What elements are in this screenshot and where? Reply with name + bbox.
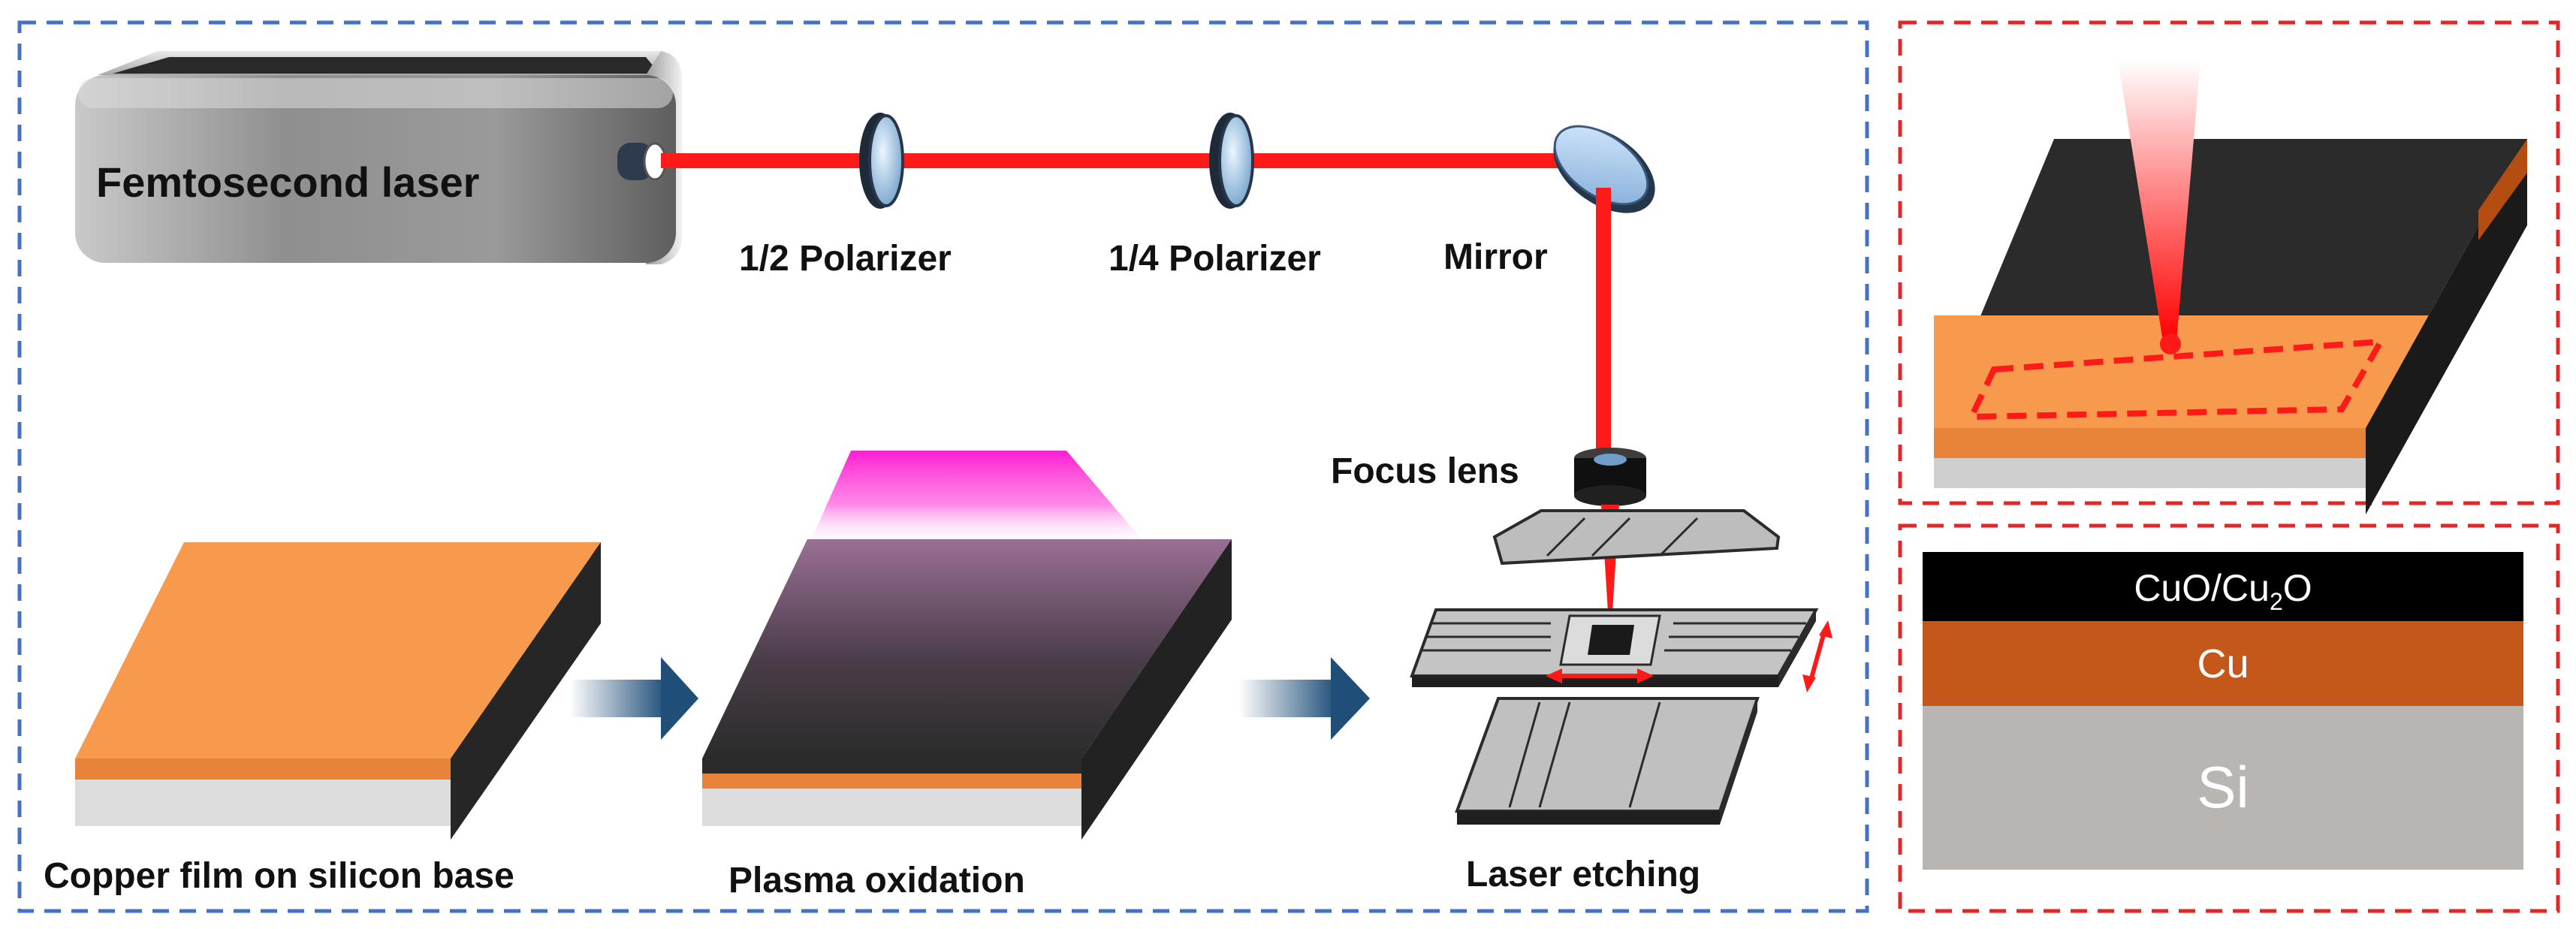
copper-layer [1923,621,2523,706]
oxide-layer-label: CuO/Cu2O [2134,567,2312,615]
silicon-layer-label: Si [2197,754,2249,820]
polarizer-icon [1209,113,1254,209]
layer-stack: CuO/Cu2O Cu Si [1923,552,2523,870]
copper-film-sample [75,542,601,840]
polarizer-icon [859,113,904,209]
focus-lens-icon [1574,448,1646,506]
mirror-label: Mirror [1443,237,1548,277]
scan-path [1966,338,2387,421]
etching-label: Laser etching [1466,855,1700,894]
copper-film-label: Copper film on silicon base [44,856,514,896]
main-panel-border [17,20,1869,913]
oxide-layer [1923,552,2523,621]
laser-label: Femtosecond laser [96,158,479,206]
plasma-label: Plasma oxidation [728,861,1025,900]
bottom-right-panel-border [1898,523,2560,913]
focused-beam-cone [2118,60,2200,342]
copper-layer-label: Cu [2197,641,2249,686]
half-polarizer-label: 1/2 Polarizer [739,239,952,279]
xy-stage-icon [1410,509,1832,825]
laser-beam-vertical [1596,188,1611,458]
top-right-panel-border [1898,20,2560,505]
mirror-icon [1553,125,1655,213]
silicon-layer [1923,706,2523,870]
process-arrow-icon [569,657,698,740]
laser-beam-horizontal [661,153,1573,168]
laser-writing-closeup [1934,60,2527,514]
focus-lens-label: Focus lens [1331,451,1519,491]
quarter-polarizer-label: 1/4 Polarizer [1109,239,1321,279]
plasma-oxidation-sample [702,451,1232,840]
process-arrow-icon [1239,657,1370,740]
laser-box-icon [75,51,682,264]
